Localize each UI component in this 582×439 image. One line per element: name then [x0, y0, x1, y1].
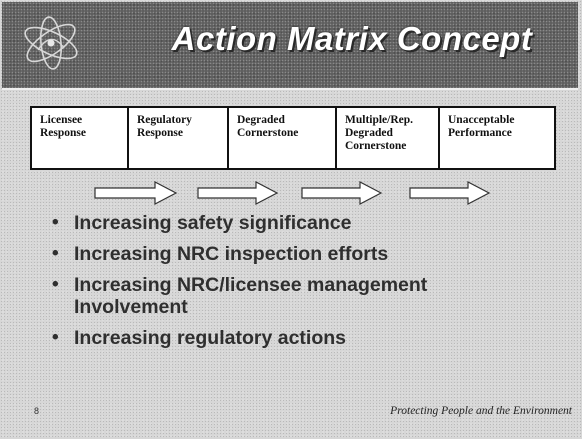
bullet-item: • Increasing NRC/licensee management Inv… — [50, 274, 550, 318]
matrix-column-regulatory-response: Regulatory Response — [129, 108, 229, 168]
matrix-column-multiple-degraded-cornerstone: Multiple/Rep. Degraded Cornerstone — [337, 108, 440, 168]
action-matrix-table: Licensee Response Regulatory Response De… — [30, 106, 556, 170]
title-bar: Action Matrix Concept — [2, 2, 578, 90]
matrix-column-licensee-response: Licensee Response — [32, 108, 129, 168]
bullet-text: Increasing NRC inspection efforts — [74, 243, 389, 265]
bullet-list: • Increasing safety significance • Incre… — [50, 212, 550, 358]
atom-orbit-logo-icon — [24, 16, 78, 70]
slide-title: Action Matrix Concept — [171, 20, 533, 57]
footer-tagline: Protecting People and the Environment — [390, 405, 572, 417]
bullet-text: Increasing regulatory actions — [74, 327, 347, 349]
bullet-marker: • — [52, 212, 59, 233]
bullet-item: • Increasing safety significance — [50, 212, 550, 234]
bullet-marker: • — [52, 243, 59, 264]
right-arrow-icon — [197, 181, 279, 205]
bullet-text: Increasing safety significance — [74, 212, 352, 234]
bullet-item: • Increasing NRC inspection efforts — [50, 243, 550, 265]
bullet-item: • Increasing regulatory actions — [50, 327, 550, 349]
bullet-text: Increasing NRC/licensee management Invol… — [74, 274, 428, 318]
right-arrow-icon — [94, 181, 178, 205]
bullet-marker: • — [52, 327, 59, 348]
progression-arrows — [94, 181, 491, 205]
right-arrow-icon — [301, 181, 383, 205]
matrix-column-unacceptable-performance: Unacceptable Performance — [448, 114, 515, 139]
matrix-column-degraded-cornerstone: Degraded Cornerstone — [229, 108, 337, 168]
page-number: 8 — [34, 406, 40, 416]
right-arrow-icon — [409, 181, 491, 205]
bullet-marker: • — [52, 274, 59, 295]
